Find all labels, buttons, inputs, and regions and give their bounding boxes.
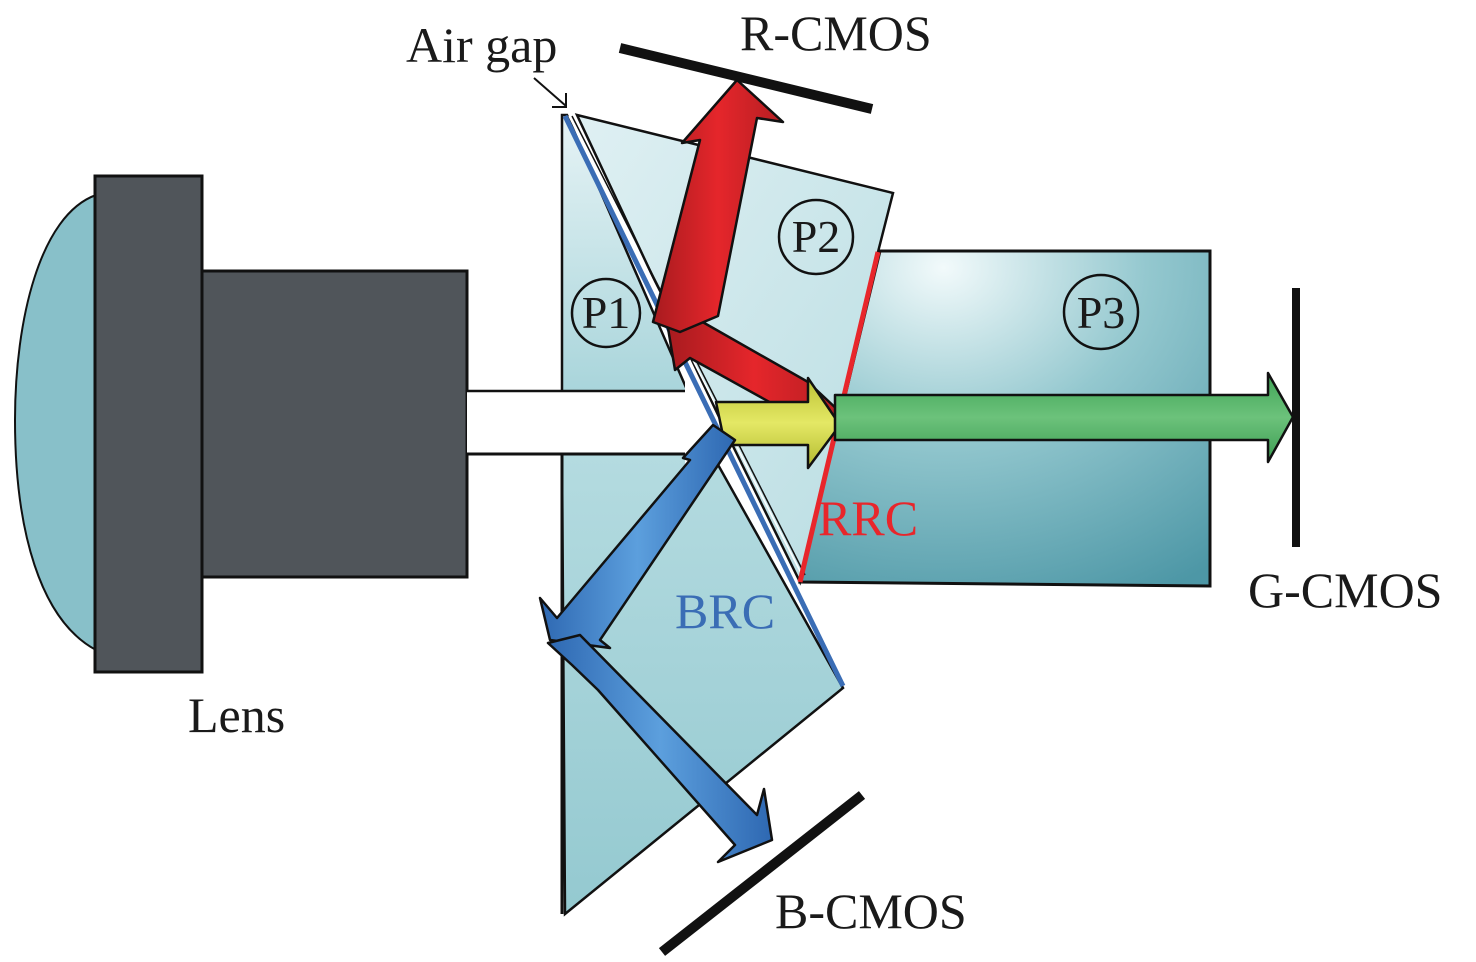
lens-barrel — [200, 269, 469, 579]
p1-label-group: P1 — [570, 277, 642, 349]
p3-label: P3 — [1077, 287, 1126, 338]
yellow-beam — [714, 376, 842, 470]
lens-mount — [93, 174, 204, 674]
brc-label: BRC — [675, 583, 775, 639]
brc-coating — [562, 114, 846, 688]
green-beam — [833, 371, 1295, 464]
p3-label-group: P3 — [1062, 273, 1140, 351]
lens-label: Lens — [188, 687, 285, 743]
p2-label-group: P2 — [777, 198, 855, 276]
b-cmos-sensor — [658, 791, 866, 956]
rrc-label: RRC — [818, 490, 918, 546]
g-cmos-label: G-CMOS — [1248, 562, 1442, 618]
p1-label: P1 — [582, 287, 631, 338]
p2-label: P2 — [792, 211, 841, 262]
blue-beam — [538, 423, 774, 864]
lens-glass — [13, 193, 97, 652]
air-gap-label: Air gap — [406, 17, 557, 73]
lens-assembly — [13, 174, 469, 674]
r-cmos-label: R-CMOS — [740, 5, 932, 61]
air-gap-pointer — [533, 77, 567, 108]
r-cmos-sensor — [618, 43, 874, 114]
b-cmos-label: B-CMOS — [775, 883, 967, 939]
